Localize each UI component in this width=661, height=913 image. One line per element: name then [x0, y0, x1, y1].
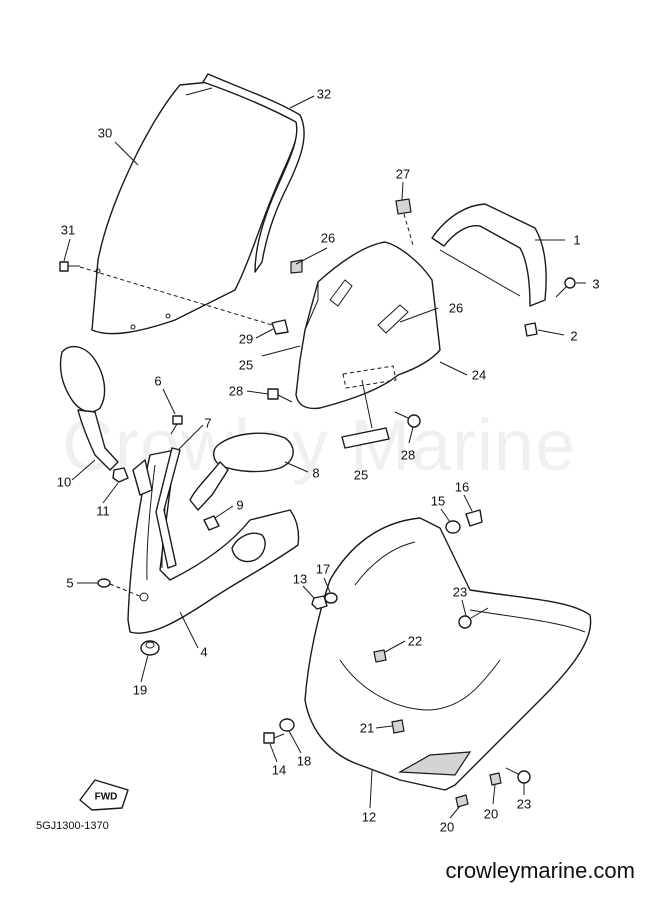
callout-18: 18 [297, 754, 311, 769]
washer-18-part [279, 718, 295, 732]
callout-5: 5 [66, 576, 73, 591]
callout-2: 2 [570, 329, 577, 344]
callout-11: 11 [96, 504, 110, 519]
clip-20a-part [455, 794, 469, 808]
strip-7-part [155, 447, 181, 569]
clip-27-part [395, 198, 412, 215]
screw-14-part [263, 732, 285, 744]
callout-27: 27 [396, 167, 410, 182]
inner-panel-part [295, 241, 441, 410]
clip-26a-part [290, 259, 303, 274]
screw-6-part [170, 415, 183, 435]
nut-11-part [112, 467, 129, 483]
callout-31: 31 [61, 223, 75, 238]
callout-30: 30 [98, 126, 112, 141]
grommet-19-part [140, 640, 160, 656]
callout-15: 15 [431, 494, 445, 509]
mirror-left-part [59, 345, 119, 471]
screw-23a-part [458, 607, 489, 629]
callout-10: 10 [57, 475, 71, 490]
clip-20b-part [489, 772, 502, 786]
front-cowl-part [127, 449, 300, 634]
callout-26b: 26 [449, 301, 463, 316]
clip-22-part [373, 649, 387, 663]
callout-4: 4 [200, 645, 207, 660]
callout-13: 13 [293, 572, 307, 587]
screw-23b-part [505, 767, 531, 784]
diagram-code: 5GJ1300-1370 [36, 820, 109, 832]
screw-28b-part [394, 411, 421, 428]
clip-2-part [524, 322, 538, 337]
callout-7: 7 [204, 416, 211, 431]
nut-13-part [311, 595, 328, 610]
callout-28b: 28 [401, 448, 415, 463]
cover-1-part [431, 203, 547, 307]
callout-25a: 25 [239, 358, 253, 373]
bolt-31-part [59, 261, 80, 272]
callout-32: 32 [317, 87, 331, 102]
callout-1: 1 [573, 233, 580, 248]
mirror-right-part [189, 432, 294, 511]
callout-28a: 28 [229, 384, 243, 399]
callout-8: 8 [312, 466, 319, 481]
callout-26a: 26 [321, 231, 335, 246]
washer-17-part [324, 592, 338, 604]
callout-22: 22 [408, 634, 422, 649]
grommet-15-part [445, 520, 461, 534]
callout-3: 3 [592, 277, 599, 292]
callout-9: 9 [236, 498, 243, 513]
screw-28a-part [267, 388, 293, 403]
callout-24: 24 [472, 368, 486, 383]
screw-16-part [465, 509, 483, 527]
windshield-trim-part [202, 73, 305, 273]
callout-20a: 20 [440, 820, 454, 835]
fwd-arrow-icon [79, 779, 129, 811]
callout-12: 12 [362, 810, 376, 825]
windshield-part [91, 81, 299, 335]
strip-25-part [341, 427, 390, 449]
fwd-label: FWD [95, 792, 118, 803]
callout-21: 21 [360, 721, 374, 736]
grommet-29-part [271, 319, 289, 335]
callout-23b: 23 [517, 797, 531, 812]
callout-14: 14 [272, 763, 286, 778]
callout-29: 29 [239, 332, 253, 347]
washer-5-part [97, 578, 111, 588]
leader-lines [63, 95, 586, 819]
grommet-9-part [203, 515, 220, 531]
website-label: crowleymarine.com [445, 858, 636, 883]
callout-17: 17 [316, 562, 330, 577]
callout-20b: 20 [484, 807, 498, 822]
callout-6: 6 [154, 374, 161, 389]
headlight-cowl-part [304, 517, 592, 791]
callout-23a: 23 [453, 585, 467, 600]
callout-16: 16 [455, 480, 469, 495]
clip-21-part [391, 719, 405, 734]
callout-25b: 25 [354, 468, 368, 483]
callout-19: 19 [133, 683, 147, 698]
screw-3-part [555, 277, 576, 298]
